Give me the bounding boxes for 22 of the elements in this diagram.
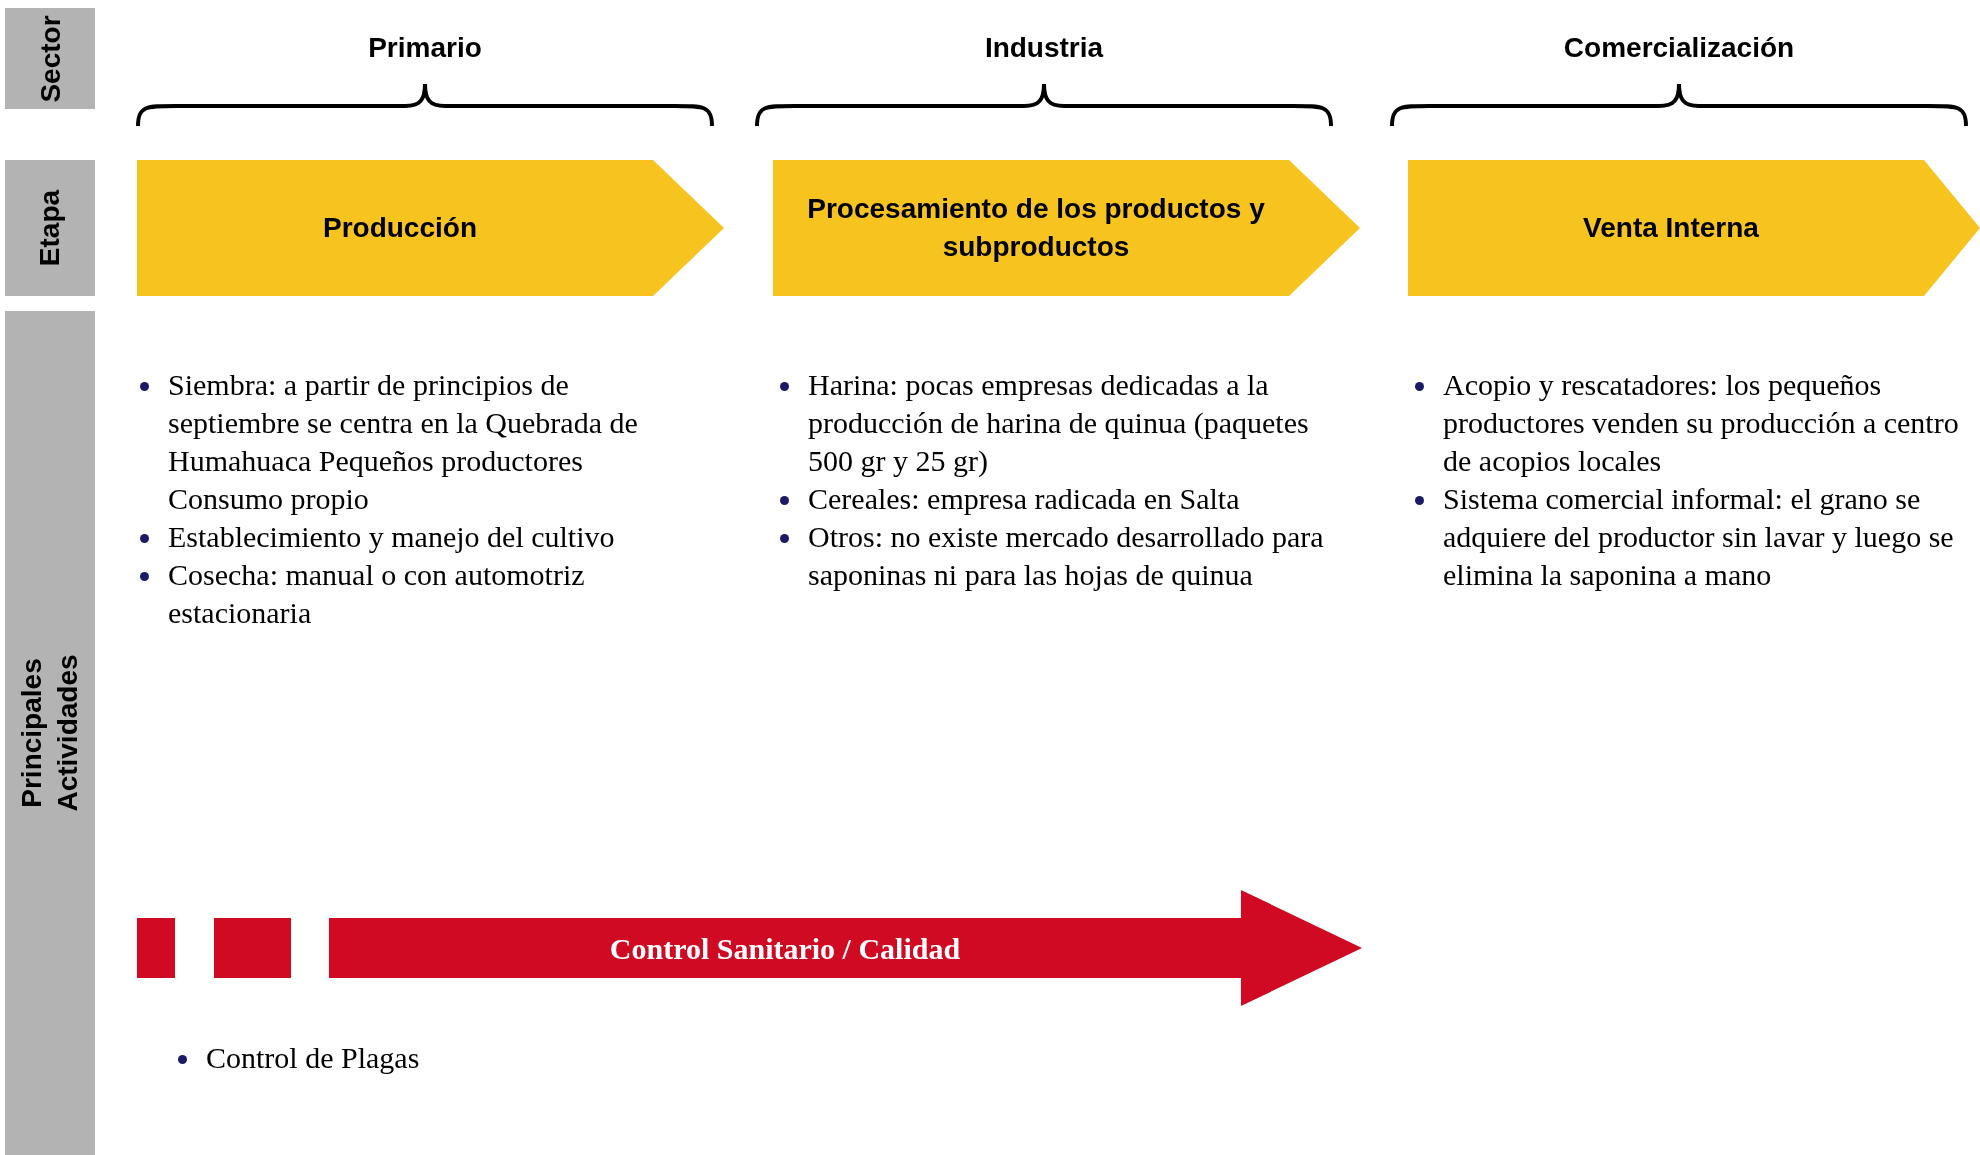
activity-text: Establecimiento y manejo del cultivo: [168, 519, 615, 555]
activity-text: Otros: no existe mercado desarrollado para saponinas ni para las hojas de quinua: [808, 519, 1325, 593]
row-header-text: Sector: [33, 14, 66, 103]
activity-text: Cosecha: manual o con automotriz estacionaria: [168, 557, 586, 631]
activity-text: Control de Plagas: [206, 1040, 420, 1076]
stage-title: Producción: [323, 211, 477, 245]
activity-text: Acopio y rescatadores: los pequeños productores venden su producción a centro de acopios locales: [1443, 367, 1960, 479]
row-header-band: [5, 8, 95, 109]
sector-heading: Comercialización: [1563, 31, 1795, 65]
row-header-text: Etapa: [33, 189, 66, 267]
row-header-band: [5, 160, 95, 296]
row-header-band: [5, 311, 95, 1155]
activity-text: Sistema comercial informal: el grano se adquiere del productor sin lavar y luego se elimina la saponina a mano: [1443, 481, 1955, 593]
sector-heading: Industria: [984, 31, 1104, 65]
activity-text: Harina: pocas empresas dedicadas a la producción de harina de quinua (paquetes 500 gr y 25 gr): [808, 367, 1310, 479]
activity-text: Siembra: a partir de principios de septiembre se centra en la Quebrada de Humahuaca Pequeños productores Consumo propio: [168, 367, 639, 517]
arrow-label: Control Sanitario / Calidad: [609, 930, 961, 967]
stage-title: Procesamiento de los productos y subproductos: [806, 192, 1266, 264]
row-header-text: Principales Actividades: [15, 653, 84, 814]
activity-text: Cereales: empresa radicada en Salta: [808, 481, 1240, 517]
stage-title: Venta Interna: [1583, 211, 1759, 245]
sector-heading: Primario: [368, 31, 482, 65]
